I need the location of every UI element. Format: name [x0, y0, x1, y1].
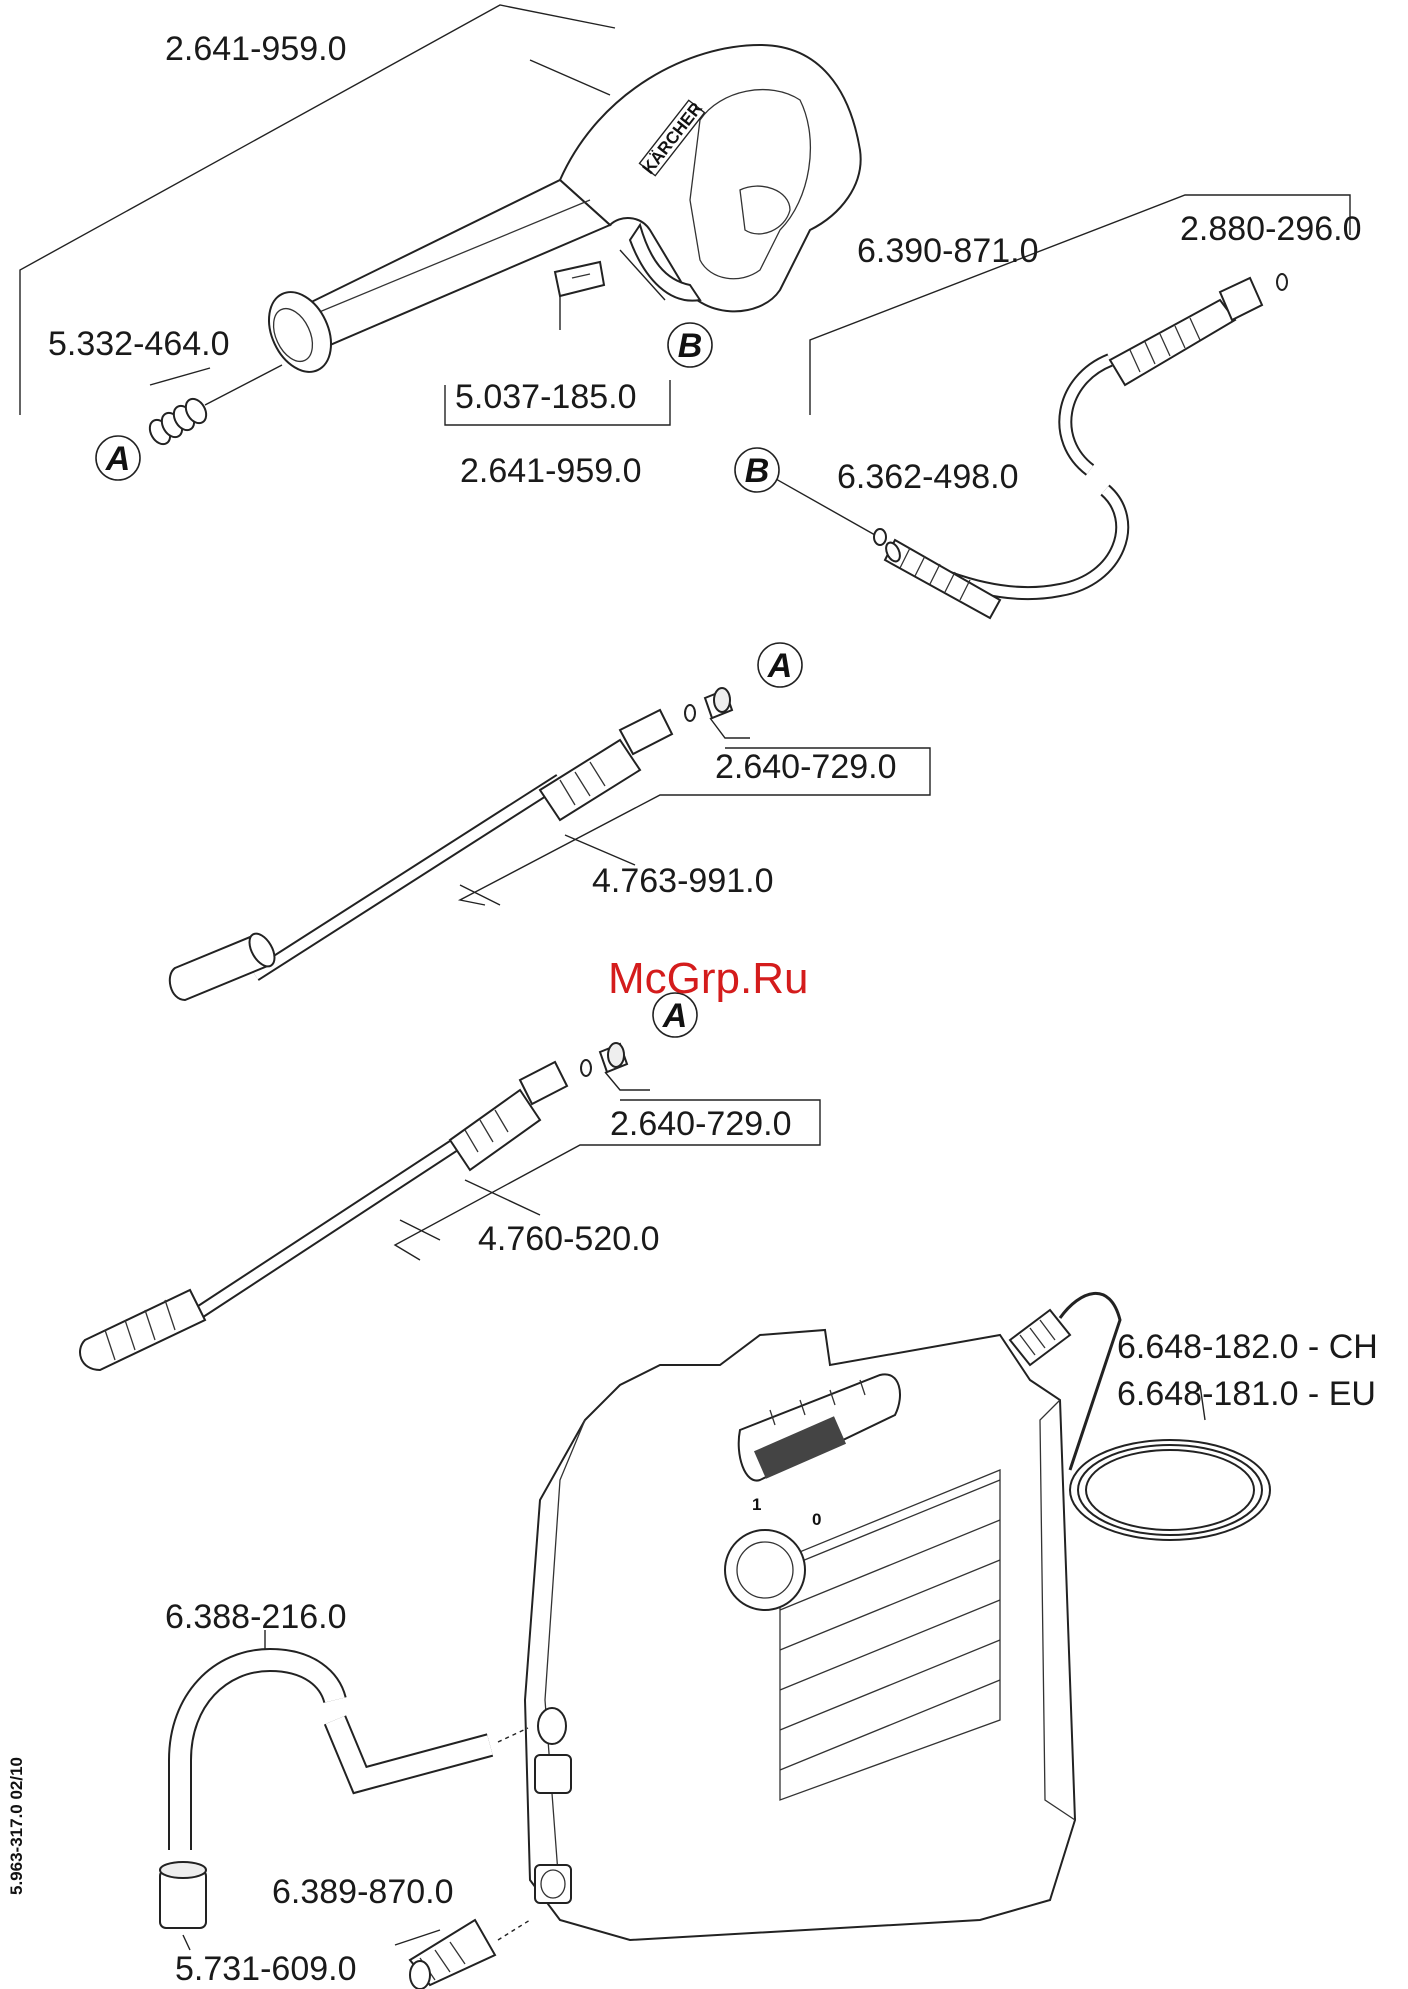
coupling-part [410, 1920, 495, 1989]
switch-on-label: 1 [752, 1495, 761, 1514]
label-oring-hose-end: 2.880-296.0 [1180, 210, 1362, 248]
clip-part [555, 262, 604, 330]
svg-text:B: B [678, 327, 703, 365]
label-hose-oring: 6.362-498.0 [837, 458, 1019, 496]
label-lance-1: 4.763-991.0 [592, 862, 774, 900]
label-hose-assembly: 6.390-871.0 [857, 232, 1039, 270]
svg-text:A: A [767, 647, 793, 685]
label-coupling: 6.389-870.0 [272, 1873, 454, 1911]
machine-body: 1 0 [525, 1330, 1075, 1940]
label-cable-ch: 6.648-182.0 - CH [1117, 1328, 1378, 1366]
switch-off-label: 0 [812, 1510, 821, 1529]
suction-hose [180, 1660, 528, 1850]
hp-hose [874, 274, 1287, 618]
callout-b-2: B [735, 448, 779, 492]
lance-2 [80, 1043, 627, 1370]
watermark: McGrp.Ru [608, 954, 808, 1003]
label-seal-spring: 5.332-464.0 [48, 325, 230, 363]
label-nozzle-set-1: 2.640-729.0 [715, 748, 897, 786]
document-number: 5.963-317.0 02/10 [7, 1757, 26, 1895]
label-gun-bottom: 2.641-959.0 [460, 452, 642, 490]
spring-part [146, 365, 282, 448]
label-cable-eu: 6.648-181.0 - EU [1117, 1375, 1376, 1413]
label-nozzle-set-2: 2.640-729.0 [610, 1105, 792, 1143]
label-filter: 5.731-609.0 [175, 1950, 357, 1988]
svg-text:B: B [745, 452, 770, 490]
filter-part [160, 1862, 206, 1928]
spray-gun: KÄRCHER [257, 45, 861, 382]
svg-text:A: A [105, 440, 131, 478]
callout-a-1: A [96, 436, 140, 480]
callout-b-1: B [668, 323, 712, 367]
callout-a-2: A [758, 643, 802, 687]
label-clip: 5.037-185.0 [455, 378, 637, 416]
label-gun-top: 2.641-959.0 [165, 30, 347, 68]
label-suction-hose: 6.388-216.0 [165, 1598, 347, 1636]
label-lance-2: 4.760-520.0 [478, 1220, 660, 1258]
